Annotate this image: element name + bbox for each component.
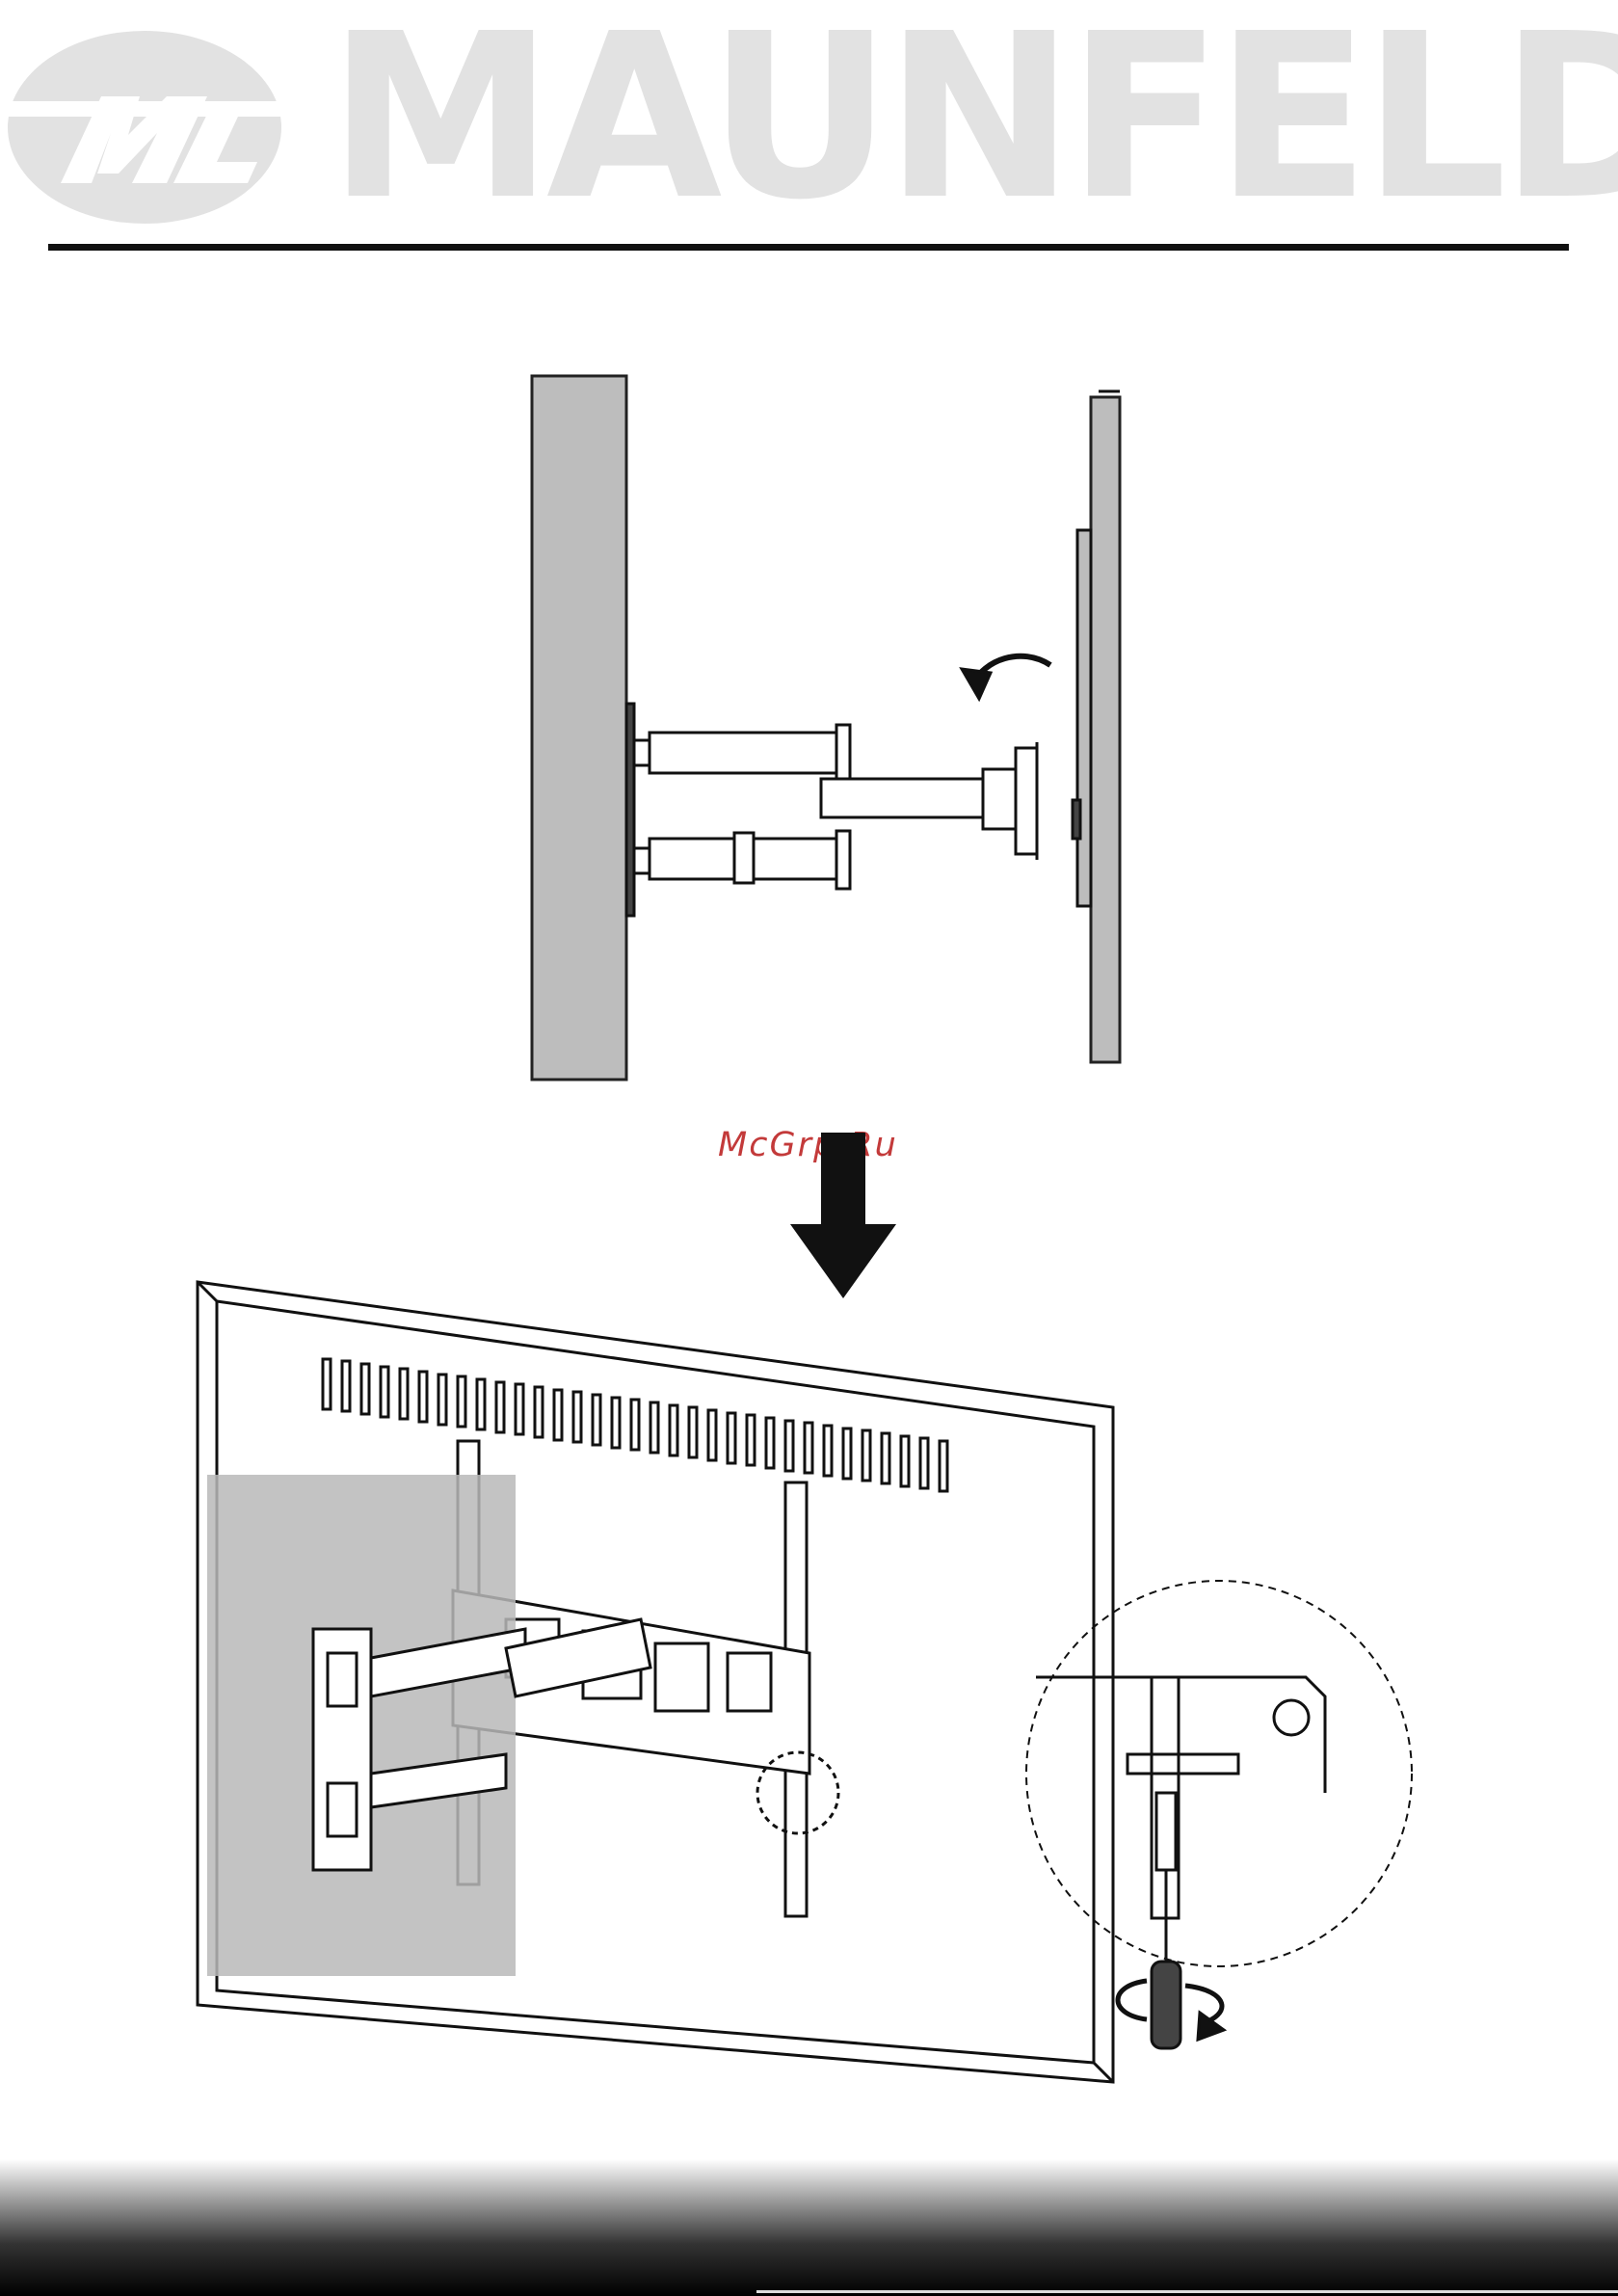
header-rule: [48, 244, 1569, 251]
brand-wordmark: MAUNFELD: [328, 12, 1618, 224]
page-footer-bar: [0, 2159, 1618, 2296]
page-header: MAUNFELD: [0, 0, 1618, 260]
tv-wall-mount-side-view: [520, 366, 1137, 1099]
maunfeld-logo-icon: [5, 29, 284, 227]
footer-line: [756, 2290, 1618, 2293]
tv-back-mount-detail: [188, 1272, 1470, 2140]
